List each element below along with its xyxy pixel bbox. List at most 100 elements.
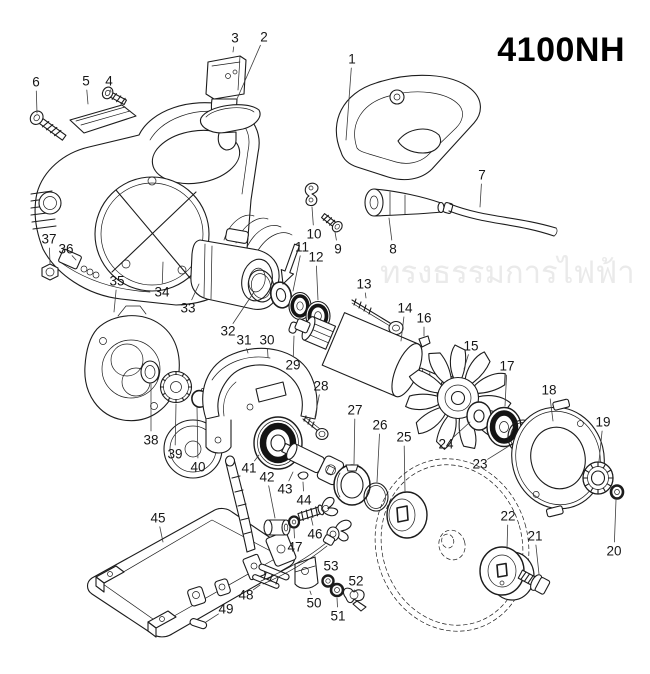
- leader-line-28: [314, 394, 320, 418]
- leader-line-35: [113, 289, 117, 313]
- leader-line-47: [293, 528, 295, 539]
- part-label-15: 15: [463, 338, 479, 354]
- part-label-20: 20: [606, 543, 622, 559]
- leader-line-43: [288, 471, 294, 482]
- part-18-bearing-retainer-ring: [511, 398, 605, 518]
- part-7-power-cord: [442, 202, 558, 237]
- part-42-spacer: [263, 519, 291, 536]
- part-label-51: 51: [330, 608, 346, 624]
- leader-line-2: [236, 44, 261, 100]
- leader-line-5: [86, 89, 89, 105]
- part-label-48: 48: [238, 587, 254, 603]
- part-11-washer: [270, 281, 292, 309]
- leader-line-30: [267, 348, 269, 358]
- part-label-32: 32: [220, 323, 236, 339]
- leader-line-40: [196, 406, 199, 459]
- leader-line-19: [598, 430, 603, 462]
- part-label-28: 28: [313, 378, 329, 394]
- part-label-18: 18: [541, 382, 557, 398]
- leader-line-29: [292, 335, 295, 357]
- part-5-name-plate: [69, 104, 137, 134]
- leader-line-10: [311, 206, 314, 226]
- part-label-8: 8: [389, 241, 397, 257]
- leader-line-45: [159, 526, 164, 543]
- part-label-30: 30: [259, 332, 275, 348]
- part-43-spindle: [281, 442, 345, 486]
- part-38-sleeve-bearing: [140, 360, 160, 384]
- part-label-14: 14: [397, 300, 413, 316]
- part-39-gear: [159, 370, 193, 404]
- leader-line-46: [310, 516, 314, 526]
- part-24-washer: [466, 401, 492, 431]
- leader-line-41: [254, 454, 260, 462]
- part-16-key: [418, 335, 431, 348]
- leader-lines: [35, 44, 617, 623]
- part-label-10: 10: [306, 226, 322, 242]
- part-52-wing-nut: [342, 587, 367, 612]
- part-37-brush-cap: [41, 263, 59, 281]
- part-label-16: 16: [416, 310, 432, 326]
- leader-line-11: [292, 255, 301, 292]
- model-title: 4100NH: [497, 31, 625, 69]
- part-label-45: 45: [150, 510, 166, 526]
- part-label-40: 40: [190, 459, 206, 475]
- red-arrow-annotation: [280, 243, 300, 285]
- part-28-screw: [302, 415, 329, 441]
- part-17-ball-bearing: [486, 406, 522, 448]
- leader-line-18: [549, 398, 554, 422]
- part-label-37: 37: [41, 231, 57, 247]
- leader-line-8: [388, 217, 393, 241]
- part-25-inner-flange: [386, 491, 428, 539]
- leader-line-6: [35, 90, 38, 114]
- leader-line-3: [232, 46, 235, 53]
- part-51-nut: [329, 582, 345, 598]
- part-label-35: 35: [109, 273, 125, 289]
- part-label-9: 9: [334, 241, 342, 257]
- leader-line-31: [246, 348, 249, 354]
- saw-blade-dashed: [374, 458, 530, 632]
- part-label-25: 25: [396, 429, 412, 445]
- part-label-46: 46: [307, 526, 323, 542]
- part-label-6: 6: [32, 74, 40, 90]
- part-33-field-stator: [190, 214, 293, 310]
- leader-line-33: [191, 283, 200, 301]
- part-label-39: 39: [167, 446, 183, 462]
- leader-line-27: [353, 418, 356, 465]
- part-label-2: 2: [260, 29, 268, 45]
- part-label-52: 52: [348, 573, 364, 589]
- part-label-47: 47: [287, 539, 303, 555]
- part-label-34: 34: [154, 284, 170, 300]
- part-10-cord-clamp: [304, 182, 319, 207]
- leader-line-51: [336, 597, 338, 608]
- leader-line-13: [364, 292, 367, 299]
- part-12-ball-bearing-a: [288, 291, 312, 321]
- part-2-switch-boot: [199, 104, 261, 151]
- part-label-5: 5: [82, 73, 90, 89]
- part-6-screw: [29, 110, 67, 141]
- part-13-screw: [351, 298, 404, 336]
- part-47-washer: [287, 515, 301, 529]
- part-label-27: 27: [347, 402, 363, 418]
- part-46-wing-bolt: [297, 496, 339, 521]
- part-35-gear-housing-cover: [84, 305, 180, 422]
- leader-line-21: [535, 544, 540, 575]
- part-label-42: 42: [259, 469, 275, 485]
- part-label-22: 22: [500, 508, 516, 524]
- part-label-44: 44: [296, 492, 312, 508]
- leader-line-42: [268, 485, 276, 519]
- leader-line-17: [504, 374, 508, 407]
- part-20-nut: [609, 484, 625, 500]
- leader-line-15: [463, 354, 469, 370]
- part-label-23: 23: [472, 456, 488, 472]
- leader-line-23: [487, 445, 510, 460]
- part-label-13: 13: [356, 276, 372, 292]
- leader-line-26: [376, 433, 380, 483]
- leader-line-24: [452, 421, 471, 439]
- part-label-3: 3: [231, 30, 239, 46]
- leader-line-25: [403, 445, 406, 492]
- leader-line-1: [345, 67, 352, 141]
- part-label-19: 19: [595, 414, 611, 430]
